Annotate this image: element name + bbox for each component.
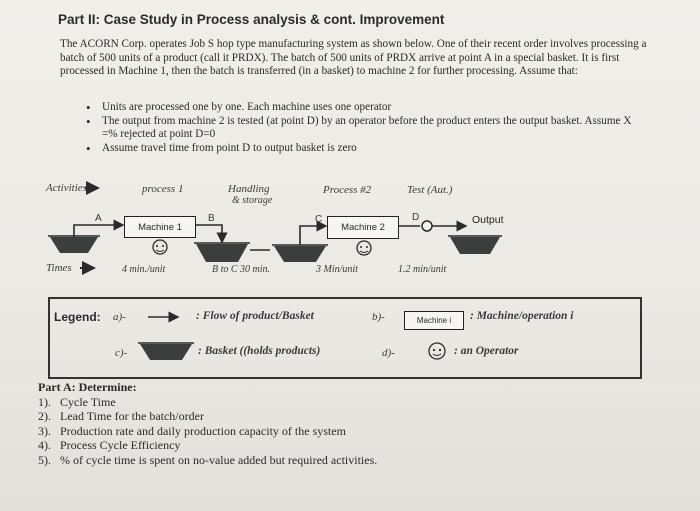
part-a-heading: Part A: Determine:	[38, 380, 137, 394]
item-text: Cycle Time	[60, 394, 116, 409]
list-item: 5). % of cycle time is spent on no-value …	[38, 453, 377, 468]
process2-label: Process #2	[323, 184, 372, 196]
machine-1-box: Machine 1	[124, 216, 196, 238]
process1-label: process 1	[142, 183, 184, 195]
time-test: 1.2 min/unit	[398, 264, 447, 275]
legend-a-text: : Flow of product/Basket	[196, 310, 314, 322]
point-c-label: C	[315, 214, 323, 225]
test-point-icon	[421, 220, 433, 232]
list-item: 4). Process Cycle Efficiency	[38, 438, 377, 453]
part-a-list: 1). Cycle Time 2). Lead Time for the batch…	[38, 395, 377, 468]
legend-machine-box: Machine i	[404, 311, 464, 330]
point-a-label: A	[95, 213, 102, 224]
legend-operator-icon	[428, 342, 446, 360]
operator-icon	[152, 239, 168, 255]
item-number: 2).	[38, 409, 51, 423]
flow-c-to-m2	[299, 220, 328, 245]
legend-b-label: b)-	[372, 311, 385, 323]
page-title: Part II: Case Study in Process analysis …	[58, 12, 445, 27]
intro-paragraph: The ACORN Corp. operates Job S hop type …	[60, 38, 647, 78]
output-label: Output	[472, 214, 504, 226]
test-label: Test (Aut.)	[407, 184, 453, 196]
part-a-section: Part A: Determine: 1). Cycle Time 2). Lead…	[38, 380, 377, 467]
legend-a-label: a)-	[113, 311, 126, 323]
legend-b-text: : Machine/operation i	[470, 310, 574, 322]
legend-c-label: c)-	[115, 347, 128, 359]
item-text: Process Cycle Efficiency	[60, 438, 181, 452]
assumptions-list: Units are processed one by one. Each mac…	[86, 101, 646, 155]
assumption-item: The output from machine 2 is tested (at …	[86, 115, 646, 142]
activities-label: Activities	[46, 182, 87, 194]
handling-label: Handling	[228, 183, 270, 195]
input-basket-icon	[50, 237, 98, 253]
point-b-label: B	[208, 213, 215, 224]
assumption-item: Units are processed one by one. Each mac…	[86, 101, 646, 115]
legend-d-label: d)-	[382, 347, 395, 359]
flow-m1-to-b	[194, 224, 228, 244]
time-handling: B to C 30 min.	[212, 264, 271, 275]
point-d-label: D	[412, 212, 420, 223]
item-number: 3).	[38, 423, 51, 438]
item-text: Lead Time for the batch/order	[60, 409, 204, 423]
item-number: 4).	[38, 438, 51, 452]
list-item: 3). Production rate and daily production …	[38, 424, 377, 439]
time-process2: 3 Min/unit	[316, 264, 358, 275]
assumption-item: Assume travel time from point D to outpu…	[86, 142, 646, 156]
flow-a-to-m1	[73, 219, 125, 237]
output-basket-icon	[450, 237, 500, 254]
operator-icon	[356, 240, 372, 256]
item-text: Production rate and daily production cap…	[60, 423, 346, 438]
list-item: 2). Lead Time for the batch/order	[38, 409, 377, 424]
machine-2-box: Machine 2	[327, 216, 399, 239]
time-process1: 4 min./unit	[122, 264, 166, 275]
legend-box	[48, 297, 642, 379]
item-number: 5).	[38, 452, 51, 467]
basket-b-icon	[196, 244, 248, 262]
list-item: 1). Cycle Time	[38, 395, 377, 410]
item-text: % of cycle time is spent on no-value add…	[60, 452, 378, 467]
item-number: 1).	[38, 394, 51, 409]
storage-label: & storage	[232, 195, 273, 206]
basket-c-icon	[274, 246, 326, 262]
legend-c-text: : Basket ((holds products)	[198, 345, 321, 357]
times-label: Times	[46, 262, 72, 274]
legend-d-text: : an Operator	[454, 345, 519, 357]
legend-basket-icon	[140, 344, 192, 360]
legend-heading: Legend:	[54, 310, 101, 324]
